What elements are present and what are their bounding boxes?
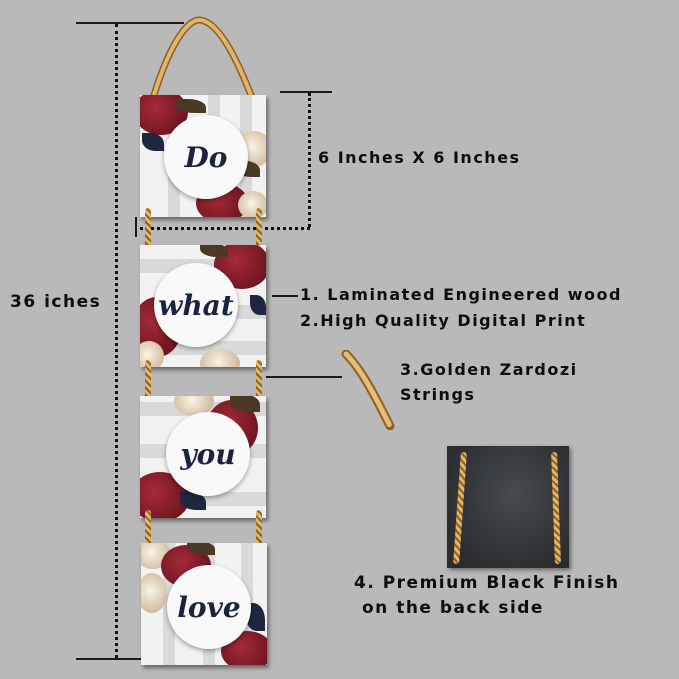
total-height-top-tick: [76, 22, 184, 24]
feature-black-finish: 4. Premium Black Finish: [354, 573, 620, 593]
rope-link-icon: [256, 208, 262, 248]
callout-line-strings: [266, 376, 342, 378]
wall-panel-do: Do: [140, 95, 266, 217]
rope-icon: [453, 451, 467, 565]
rope-link-icon: [145, 510, 151, 550]
panel-size-dotted-horizontal: [140, 227, 310, 230]
panel-word-what: what: [158, 288, 234, 322]
word-badge: you: [166, 412, 250, 496]
panel-size-left-tick: [135, 217, 137, 237]
panel-size-label: 6 Inches X 6 Inches: [318, 148, 521, 167]
wall-panel-what: what: [140, 245, 266, 367]
feature-golden-strings: 3.Golden Zardozi: [400, 360, 578, 379]
callout-line-wood: [272, 295, 298, 297]
feature-digital-print: 2.High Quality Digital Print: [300, 311, 587, 330]
panel-size-dotted-vertical: [308, 93, 311, 227]
total-height-bottom-tick: [76, 658, 142, 660]
panel-word-love: love: [177, 590, 241, 624]
total-height-dotted-line: [115, 24, 118, 658]
golden-string-icon: [341, 350, 395, 430]
word-badge: what: [154, 263, 238, 347]
wall-panel-you: you: [140, 396, 266, 518]
hanging-rope-icon: [146, 16, 262, 114]
feature-laminated-wood: 1. Laminated Engineered wood: [300, 285, 622, 304]
rope-link-icon: [256, 360, 262, 400]
panel-word-you: you: [180, 437, 236, 471]
wall-panel-love: love: [141, 543, 267, 665]
total-height-label: 36 iches: [10, 292, 102, 312]
feature-black-finish-line2: on the back side: [362, 598, 544, 618]
feature-golden-strings-line2: Strings: [400, 385, 476, 404]
rope-icon: [551, 451, 561, 565]
panel-size-top-tick: [280, 91, 332, 93]
rope-link-icon: [256, 510, 262, 550]
word-badge: love: [167, 565, 251, 649]
panel-word-do: Do: [184, 140, 228, 174]
word-badge: Do: [164, 115, 248, 199]
rope-link-icon: [145, 360, 151, 400]
black-back-panel: [447, 446, 569, 568]
rope-link-icon: [145, 208, 151, 248]
